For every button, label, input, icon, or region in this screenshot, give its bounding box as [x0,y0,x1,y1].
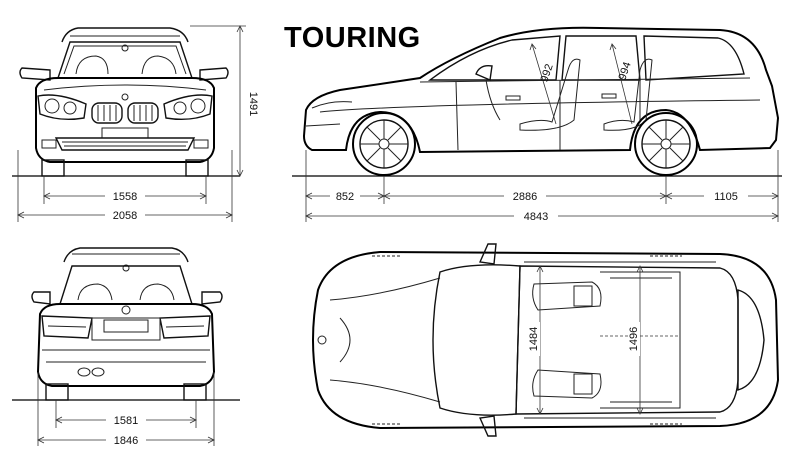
diagram-title: TOURING [284,22,421,54]
top-view [312,243,780,437]
front-headroom-label: 992 [539,62,556,83]
front-height-label: 1491 [247,92,259,116]
rear-view [12,247,240,446]
rear-overhang-label: 1105 [714,191,738,203]
side-view [292,26,782,222]
front-track-label: 1558 [113,191,137,203]
wheelbase-label: 2886 [513,191,537,203]
rear-width-label: 1846 [114,435,138,447]
rear-track-label: 1581 [114,415,138,427]
front-width-label: 2058 [113,210,137,222]
front-view [12,25,246,222]
front-interior-width-label: 1484 [528,327,540,351]
rear-headroom-label: 994 [617,60,634,81]
rear-interior-width-label: 1496 [628,327,640,351]
front-overhang-label: 852 [336,191,354,203]
overall-length-label: 4843 [524,211,548,223]
